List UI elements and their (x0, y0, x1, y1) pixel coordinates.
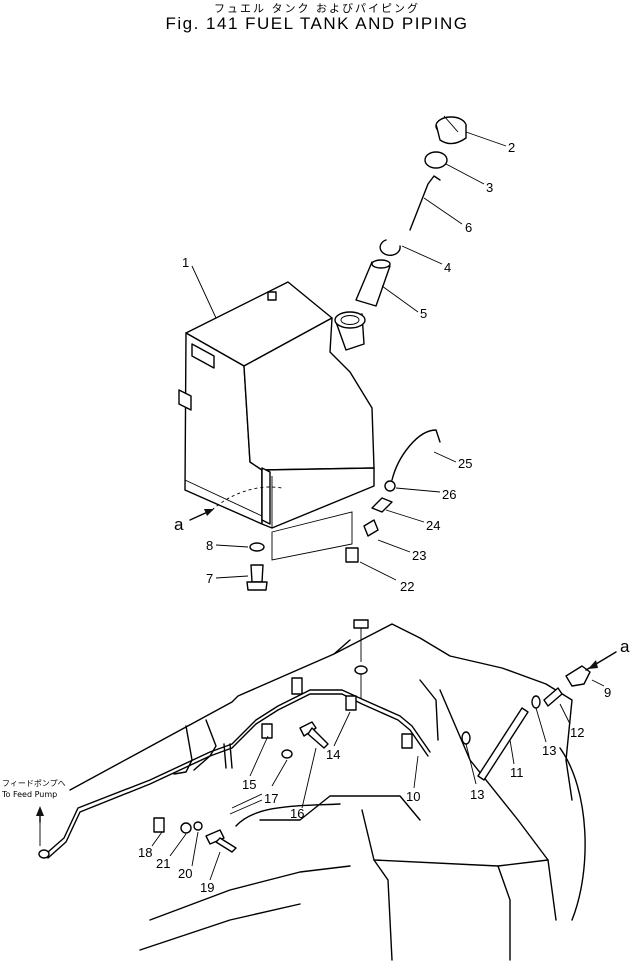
view-mark-a-right: a (620, 637, 630, 656)
clip-14 (345, 695, 357, 711)
title-japanese: フュエル タンク およびパイピング (214, 2, 420, 15)
callout-5: 5 (420, 306, 427, 321)
callout-2: 2 (508, 140, 515, 155)
callout-17: 17 (264, 791, 278, 806)
note-jp: フィードポンプへ (2, 779, 66, 788)
frame-structure (69, 623, 586, 961)
fuel-pipe-10 (38, 689, 431, 859)
washer-20 (193, 821, 203, 831)
hose-11 (477, 707, 529, 781)
fitting-23 (363, 519, 379, 537)
clip-15 (261, 723, 273, 739)
callout-4: 4 (444, 260, 451, 275)
callout-10: 10 (406, 789, 420, 804)
callout-11: 11 (510, 765, 524, 780)
callout-6: 6 (465, 220, 472, 235)
view-mark-a-left: a (174, 515, 184, 534)
callout-13b: 13 (470, 787, 484, 802)
callout-3: 3 (486, 180, 493, 195)
callout-26: 26 (442, 487, 456, 502)
callout-12: 12 (570, 725, 584, 740)
callout-21: 21 (156, 856, 170, 871)
callout-1: 1 (182, 255, 189, 270)
bolt-frame-top (353, 619, 369, 698)
figure-title: Fig. 141 FUEL TANK AND PIPING (165, 14, 469, 33)
callout-13a: 13 (542, 743, 556, 758)
leader-lines (39, 131, 605, 881)
clamp-13b (531, 695, 541, 709)
connector-12 (543, 687, 563, 707)
washer-8 (249, 542, 265, 552)
fuel-tank (178, 281, 375, 561)
callout-14: 14 (326, 747, 340, 762)
callout-18: 18 (138, 845, 152, 860)
fitting-9 (565, 665, 591, 687)
bolt-16 (299, 721, 329, 749)
clip-14b (401, 733, 413, 749)
callout-24: 24 (426, 518, 440, 533)
fitting-24 (371, 497, 393, 513)
callout-16: 16 (290, 806, 304, 821)
callout-23: 23 (412, 548, 426, 563)
hose-25 (391, 429, 441, 481)
plug-22 (345, 547, 359, 563)
callout-8: 8 (206, 538, 213, 553)
callout-15: 15 (242, 777, 256, 792)
snap-ring-4 (379, 239, 401, 256)
callout-20: 20 (178, 866, 192, 881)
washer-17 (281, 749, 293, 759)
gasket-3 (424, 151, 448, 169)
callout-22: 22 (400, 579, 414, 594)
note-arrowhead (36, 806, 44, 816)
cap-2 (435, 115, 467, 145)
note-en: To Feed Pump (1, 790, 57, 799)
clip-18 (153, 817, 165, 833)
strainer-5 (355, 259, 391, 307)
callout-9: 9 (604, 685, 611, 700)
bolt-7 (246, 564, 268, 591)
callout-7: 7 (206, 571, 213, 586)
clamp-26 (384, 480, 396, 492)
clip-upper (291, 677, 303, 695)
callout-19: 19 (200, 880, 214, 895)
bolt-19 (205, 829, 237, 853)
rod-6 (409, 175, 441, 231)
callout-labels: 1 2 3 4 5 6 7 8 9 10 11 12 13 13 14 15 1… (138, 140, 611, 895)
callout-25: 25 (458, 456, 472, 471)
clamp-13a (461, 731, 471, 745)
washer-21 (180, 822, 192, 834)
